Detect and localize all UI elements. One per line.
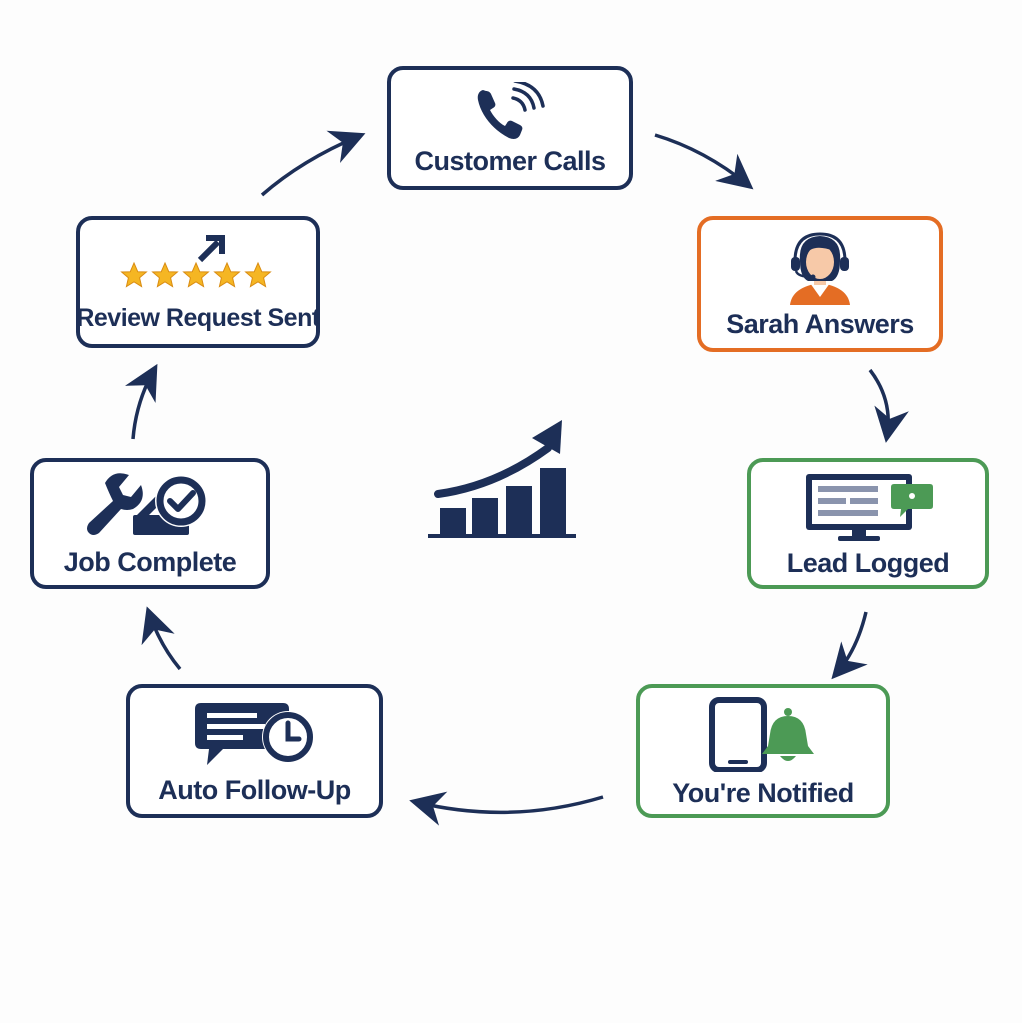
- node-label: You're Notified: [672, 777, 854, 808]
- arrow-sarah-answers-to-lead-logged: [868, 368, 909, 443]
- node-label: Auto Follow-Up: [158, 774, 351, 805]
- node-auto-follow-up: Auto Follow-Up: [126, 684, 383, 818]
- star-icon: [183, 262, 209, 287]
- arrow-review-request-sent-to-customer-calls: [260, 130, 366, 197]
- node-youre-notified: You're Notified: [636, 684, 890, 818]
- node-job-complete: Job Complete: [30, 458, 270, 589]
- wrench-check-icon: [87, 473, 207, 535]
- arrow-lead-logged-to-youre-notified: [831, 611, 868, 680]
- star-icon: [121, 262, 147, 287]
- node-label: Sarah Answers: [726, 308, 914, 339]
- node-label: Customer Calls: [414, 145, 606, 176]
- star-icon: [245, 262, 271, 287]
- node-customer-calls: Customer Calls: [387, 66, 633, 190]
- node-review-request-sent: Review Request Sent: [76, 216, 320, 348]
- arrow-auto-follow-up-to-job-complete: [141, 606, 182, 671]
- arrow-youre-notified-to-auto-follow-up: [409, 791, 604, 826]
- star-icon: [214, 262, 240, 287]
- monitor-chat-icon: [806, 474, 933, 541]
- star-icon: [152, 262, 178, 287]
- node-label: Lead Logged: [786, 548, 950, 578]
- send-arrow-icon: [197, 234, 225, 262]
- growth-chart-icon: [428, 420, 576, 538]
- message-clock-icon: [194, 702, 314, 765]
- five-stars-icon: [121, 234, 271, 287]
- arrow-customer-calls-to-sarah-answers: [654, 133, 754, 190]
- phone-icon: [477, 81, 545, 139]
- node-label: Review Request Sent: [76, 303, 320, 332]
- node-label: Job Complete: [63, 547, 237, 577]
- node-lead-logged: Lead Logged: [747, 458, 989, 589]
- arrow-job-complete-to-review-request-sent: [125, 363, 158, 440]
- headset-agent-icon: [790, 231, 850, 305]
- phone-bell-icon: [709, 696, 814, 772]
- node-sarah-answers: Sarah Answers: [697, 216, 943, 352]
